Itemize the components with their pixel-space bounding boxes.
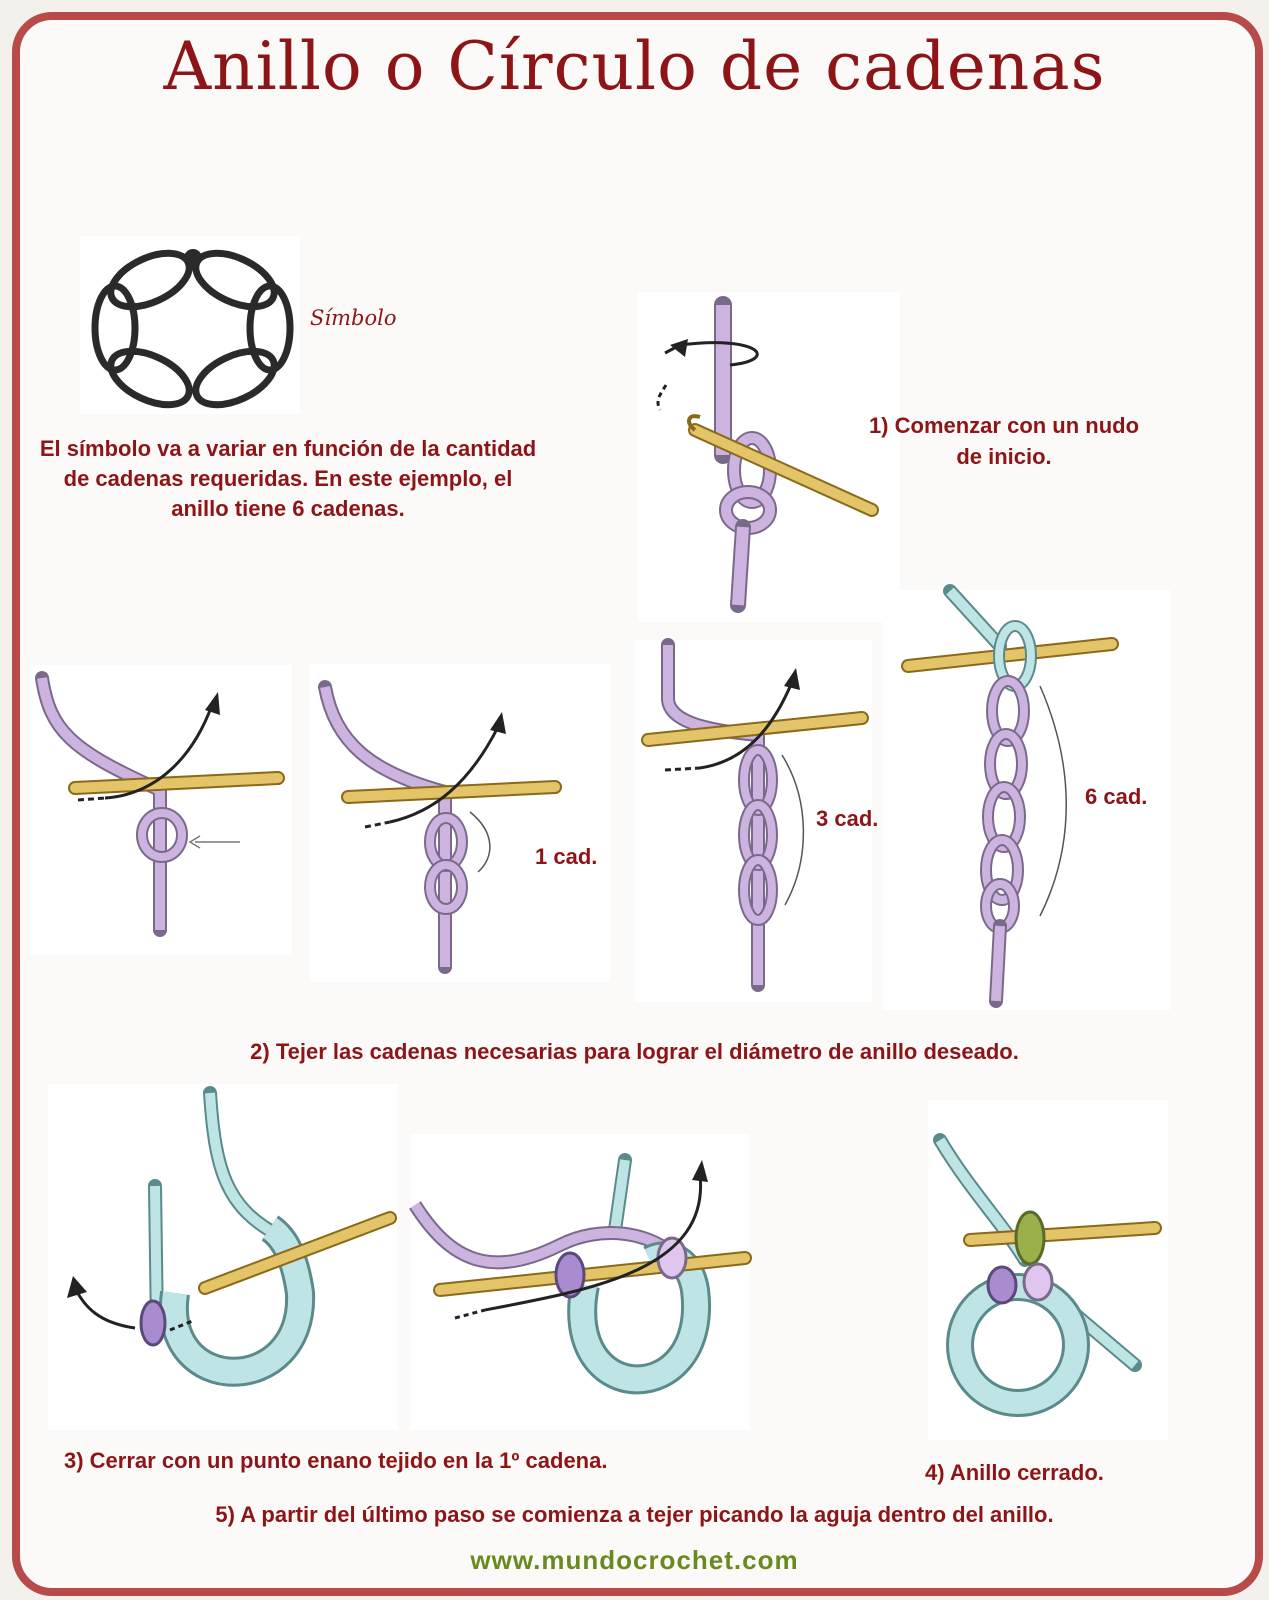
step3-text: 3) Cerrar con un punto enano tejido en l… (64, 1448, 608, 1473)
label-3-chains: 3 cad. (816, 806, 879, 831)
label-6-chains: 6 cad. (1085, 784, 1148, 809)
three-chains-illustration (641, 638, 869, 992)
step1-text: 1) Comenzar con un nudo de inicio. (868, 413, 1140, 469)
step2-text: 2) Tejer las cadenas necesarias para log… (250, 1039, 1019, 1064)
footer-url: www.mundocrochet.com (470, 1545, 799, 1575)
first-chain-illustration (35, 671, 285, 937)
six-chains-illustration (901, 584, 1119, 1008)
one-chain-illustration (318, 680, 562, 974)
slip-knot-illustration (656, 296, 879, 613)
join-ring-illustration (67, 1086, 397, 1387)
symbol-note: El símbolo va a variar en función de la … (39, 436, 537, 521)
symbol-label: Símbolo (310, 306, 397, 330)
closed-ring-illustration (933, 1133, 1162, 1417)
chain-ring-symbol (91, 249, 294, 409)
slip-stitch-illustration (409, 1153, 752, 1395)
step4-text: 4) Anillo cerrado. (925, 1460, 1104, 1485)
page-title: Anillo o Círculo de cadenas (163, 28, 1106, 105)
label-1-chain: 1 cad. (535, 844, 598, 869)
step5-text: 5) A partir del último paso se comienza … (215, 1502, 1054, 1527)
